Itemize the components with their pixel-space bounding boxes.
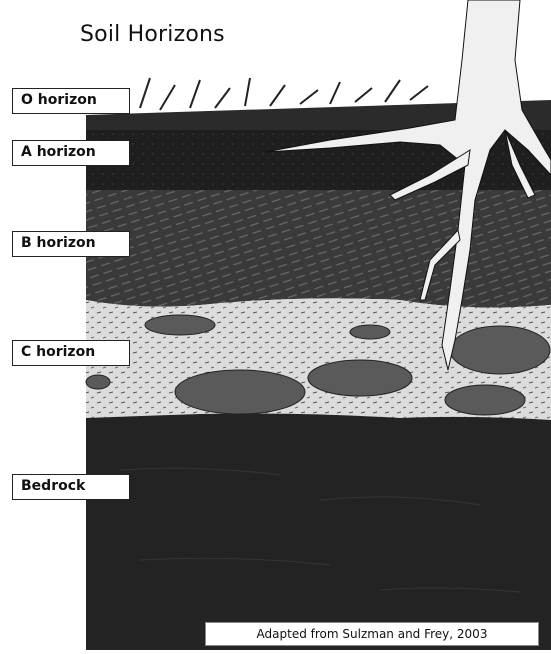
label-c-horizon: C horizon xyxy=(12,340,130,366)
bedrock-layer xyxy=(86,414,551,651)
b-horizon-layer xyxy=(86,190,551,308)
label-o-horizon: O horizon xyxy=(12,88,130,114)
source-credit: Adapted from Sulzman and Frey, 2003 xyxy=(205,622,539,646)
diagram-title: Soil Horizons xyxy=(80,22,225,47)
label-bedrock: Bedrock xyxy=(12,474,130,500)
label-a-horizon: A horizon xyxy=(12,140,130,166)
label-b-horizon: B horizon xyxy=(12,231,130,257)
